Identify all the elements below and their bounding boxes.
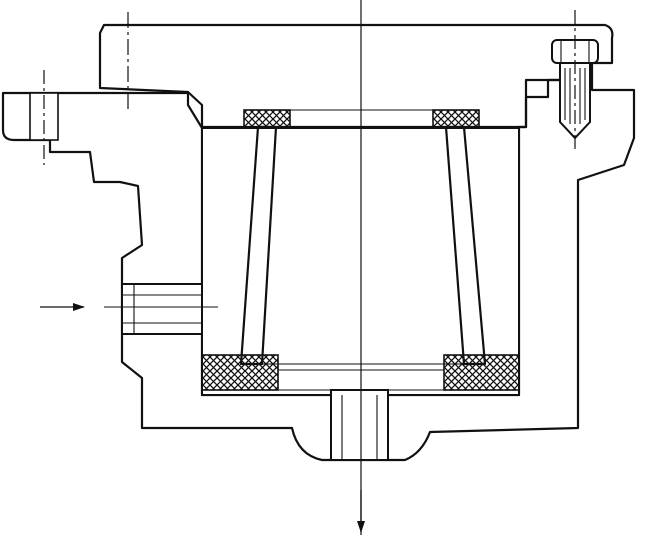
inlet-port	[121, 283, 203, 335]
housing-body	[1, 78, 636, 462]
flange-hole	[29, 70, 59, 165]
bolt	[551, 10, 599, 150]
top-cover	[98, 23, 614, 129]
outlet-bore	[330, 389, 389, 461]
bottom-gaskets	[201, 354, 520, 391]
conical-filter	[239, 125, 487, 366]
